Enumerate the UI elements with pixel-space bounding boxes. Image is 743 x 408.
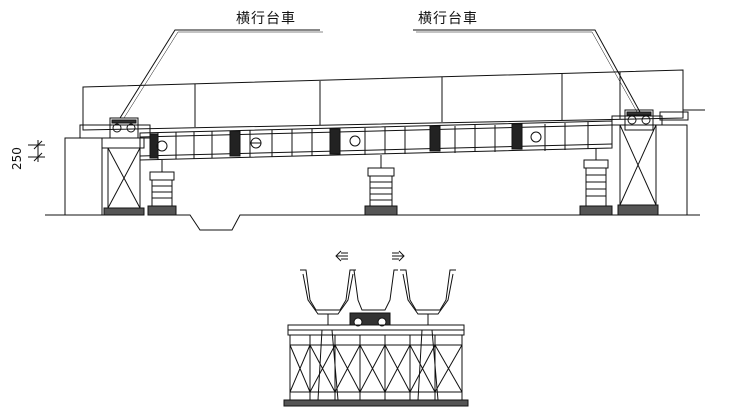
dimension-label: 250 bbox=[10, 147, 24, 170]
trolley-label-left: 横行台車 bbox=[236, 11, 296, 27]
trolley-left bbox=[110, 118, 138, 138]
bent-center bbox=[365, 155, 397, 215]
ground-line bbox=[45, 215, 700, 230]
steel-girder bbox=[140, 121, 612, 160]
bent-right bbox=[580, 148, 612, 215]
left-arrow-icon bbox=[336, 251, 348, 261]
cross-section bbox=[284, 251, 468, 406]
trolley-right bbox=[625, 110, 653, 130]
left-abutment bbox=[65, 125, 150, 215]
trolley-label-right: 横行台車 bbox=[418, 11, 478, 27]
right-arrow-icon bbox=[392, 251, 404, 261]
right-abutment bbox=[612, 116, 687, 215]
label-leaders bbox=[120, 30, 640, 118]
bent-left bbox=[148, 160, 176, 215]
dimension-250 bbox=[28, 140, 45, 162]
